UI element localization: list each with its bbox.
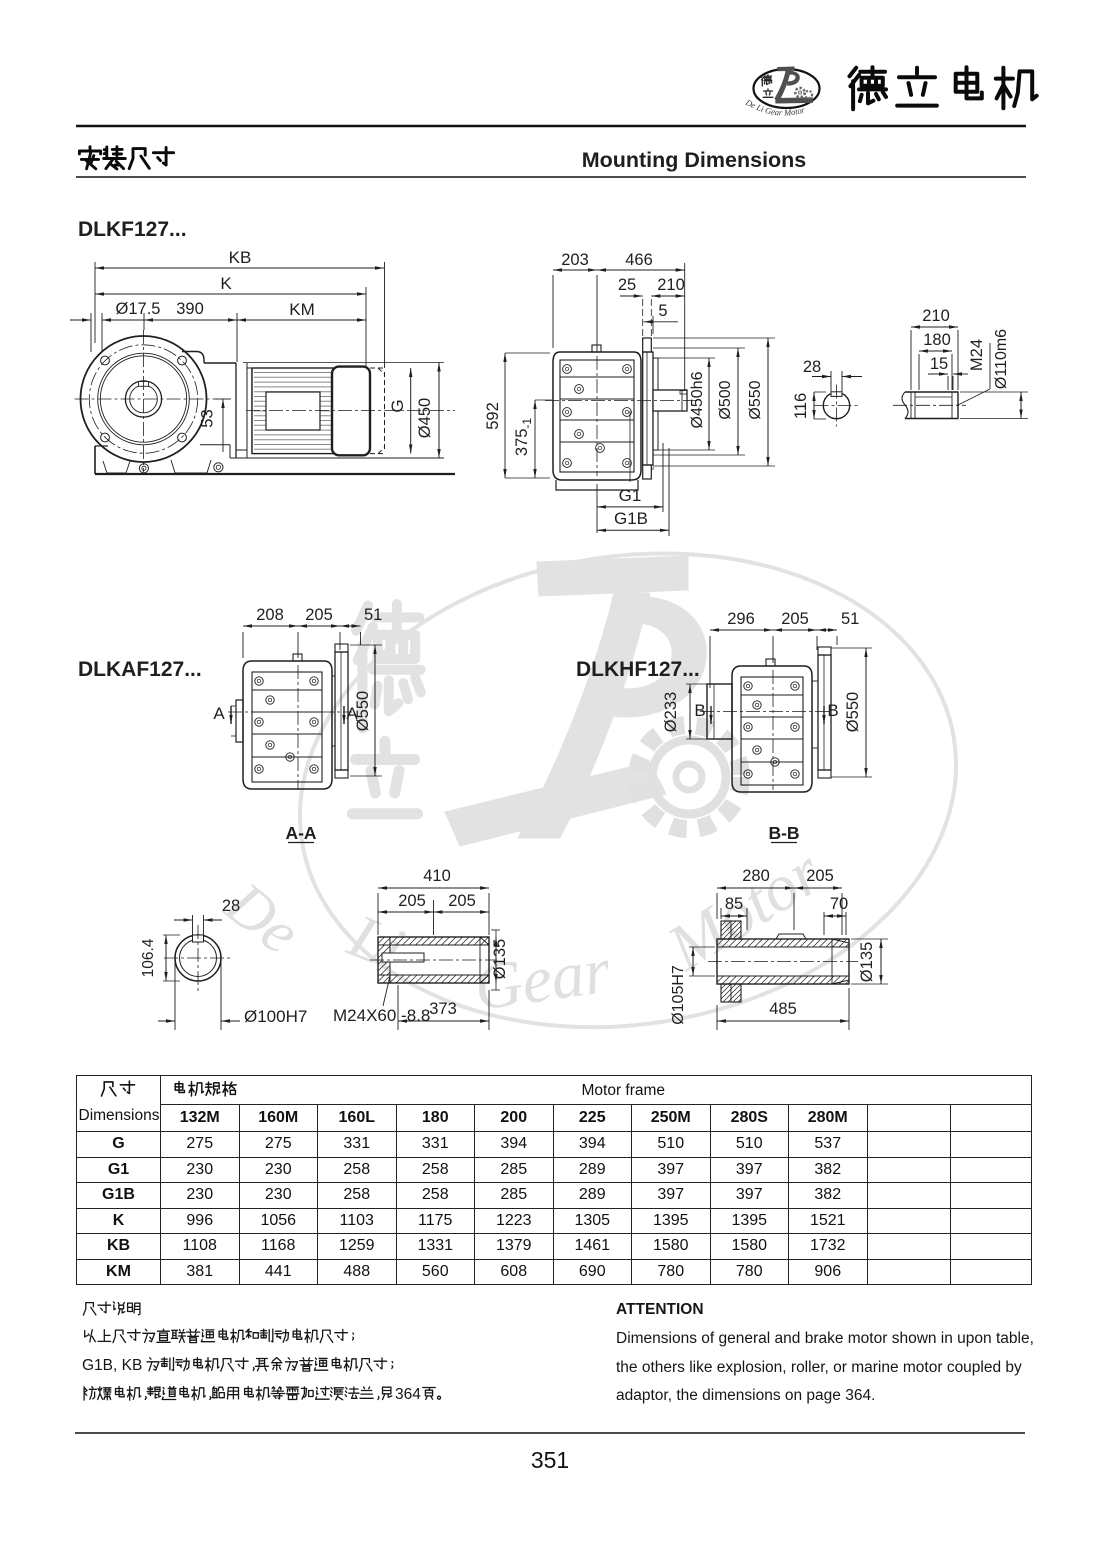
svg-text:De: De (213, 869, 313, 968)
svg-text:28: 28 (222, 897, 240, 915)
svg-text:Ø550: Ø550 (747, 380, 764, 419)
svg-text:A-A: A-A (285, 823, 316, 843)
svg-text:28: 28 (803, 358, 821, 376)
svg-text:70: 70 (830, 895, 848, 913)
svg-text:Mounting Dimensions: Mounting Dimensions (582, 148, 807, 172)
svg-text:Ø100H7: Ø100H7 (244, 1007, 307, 1026)
svg-text:375-1: 375-1 (513, 418, 534, 457)
svg-text:53: 53 (199, 409, 217, 427)
svg-text:205: 205 (806, 867, 834, 885)
svg-text:DLKAF127...: DLKAF127... (78, 658, 202, 681)
svg-text:116: 116 (792, 393, 810, 419)
svg-text:G1: G1 (619, 486, 642, 505)
svg-text:210: 210 (922, 307, 950, 325)
svg-text:Motor: Motor (654, 835, 834, 985)
svg-text:G: G (388, 399, 407, 412)
svg-text:205: 205 (305, 606, 333, 624)
svg-text:205: 205 (781, 610, 809, 628)
svg-text:Ø17.5: Ø17.5 (116, 300, 161, 318)
svg-text:485: 485 (769, 1000, 797, 1018)
svg-text:410: 410 (423, 867, 451, 885)
svg-text:Ø450: Ø450 (416, 398, 434, 438)
svg-text:K: K (220, 274, 232, 293)
svg-text:25: 25 (618, 276, 636, 294)
svg-text:G1B, KB: G1B, KB (82, 1357, 142, 1374)
svg-text:15: 15 (930, 355, 948, 373)
svg-text:Ø135: Ø135 (858, 942, 876, 982)
svg-text:Ø450h6: Ø450h6 (689, 371, 706, 428)
svg-text:B-B: B-B (768, 823, 799, 843)
svg-text:51: 51 (841, 610, 859, 628)
svg-text:Ø110m6: Ø110m6 (993, 329, 1010, 389)
svg-text:210: 210 (657, 276, 685, 294)
svg-text:390: 390 (176, 300, 204, 318)
svg-text:B: B (694, 701, 705, 720)
svg-text:Li: Li (339, 902, 413, 985)
svg-text:51: 51 (364, 606, 382, 624)
svg-text:106.4: 106.4 (140, 938, 157, 977)
svg-text:466: 466 (625, 251, 653, 269)
svg-text:DLKHF127...: DLKHF127... (576, 658, 700, 681)
svg-text:G1B: G1B (614, 509, 648, 528)
svg-text:296: 296 (727, 610, 755, 628)
svg-text:DLKF127...: DLKF127... (78, 218, 187, 241)
svg-text:Ø135: Ø135 (491, 939, 509, 979)
svg-text:Ø550: Ø550 (354, 691, 372, 731)
svg-text:A: A (346, 704, 358, 723)
svg-text:280: 280 (742, 867, 770, 885)
svg-text:A: A (213, 704, 225, 723)
svg-text:Ø500: Ø500 (717, 380, 734, 419)
svg-text:KB: KB (229, 248, 252, 267)
svg-text:B: B (827, 701, 838, 720)
svg-text:M24: M24 (968, 339, 986, 371)
svg-text:205: 205 (398, 892, 426, 910)
svg-text:M24X60 -8.8: M24X60 -8.8 (333, 1006, 430, 1025)
svg-text:Ø233: Ø233 (662, 692, 680, 732)
svg-text:Dimensions: Dimensions (78, 1107, 159, 1124)
svg-text:205: 205 (448, 892, 476, 910)
svg-text:Ø105H7: Ø105H7 (670, 965, 687, 1025)
svg-text:203: 203 (561, 251, 589, 269)
svg-text:85: 85 (725, 895, 743, 913)
svg-text:373: 373 (429, 1000, 457, 1018)
svg-text:592: 592 (484, 402, 502, 430)
svg-text:5: 5 (658, 302, 667, 320)
svg-text:Ø550: Ø550 (844, 692, 862, 732)
svg-text:364: 364 (395, 1386, 421, 1403)
svg-text:180: 180 (923, 331, 951, 349)
svg-text:208: 208 (256, 606, 284, 624)
svg-text:KM: KM (289, 300, 315, 319)
